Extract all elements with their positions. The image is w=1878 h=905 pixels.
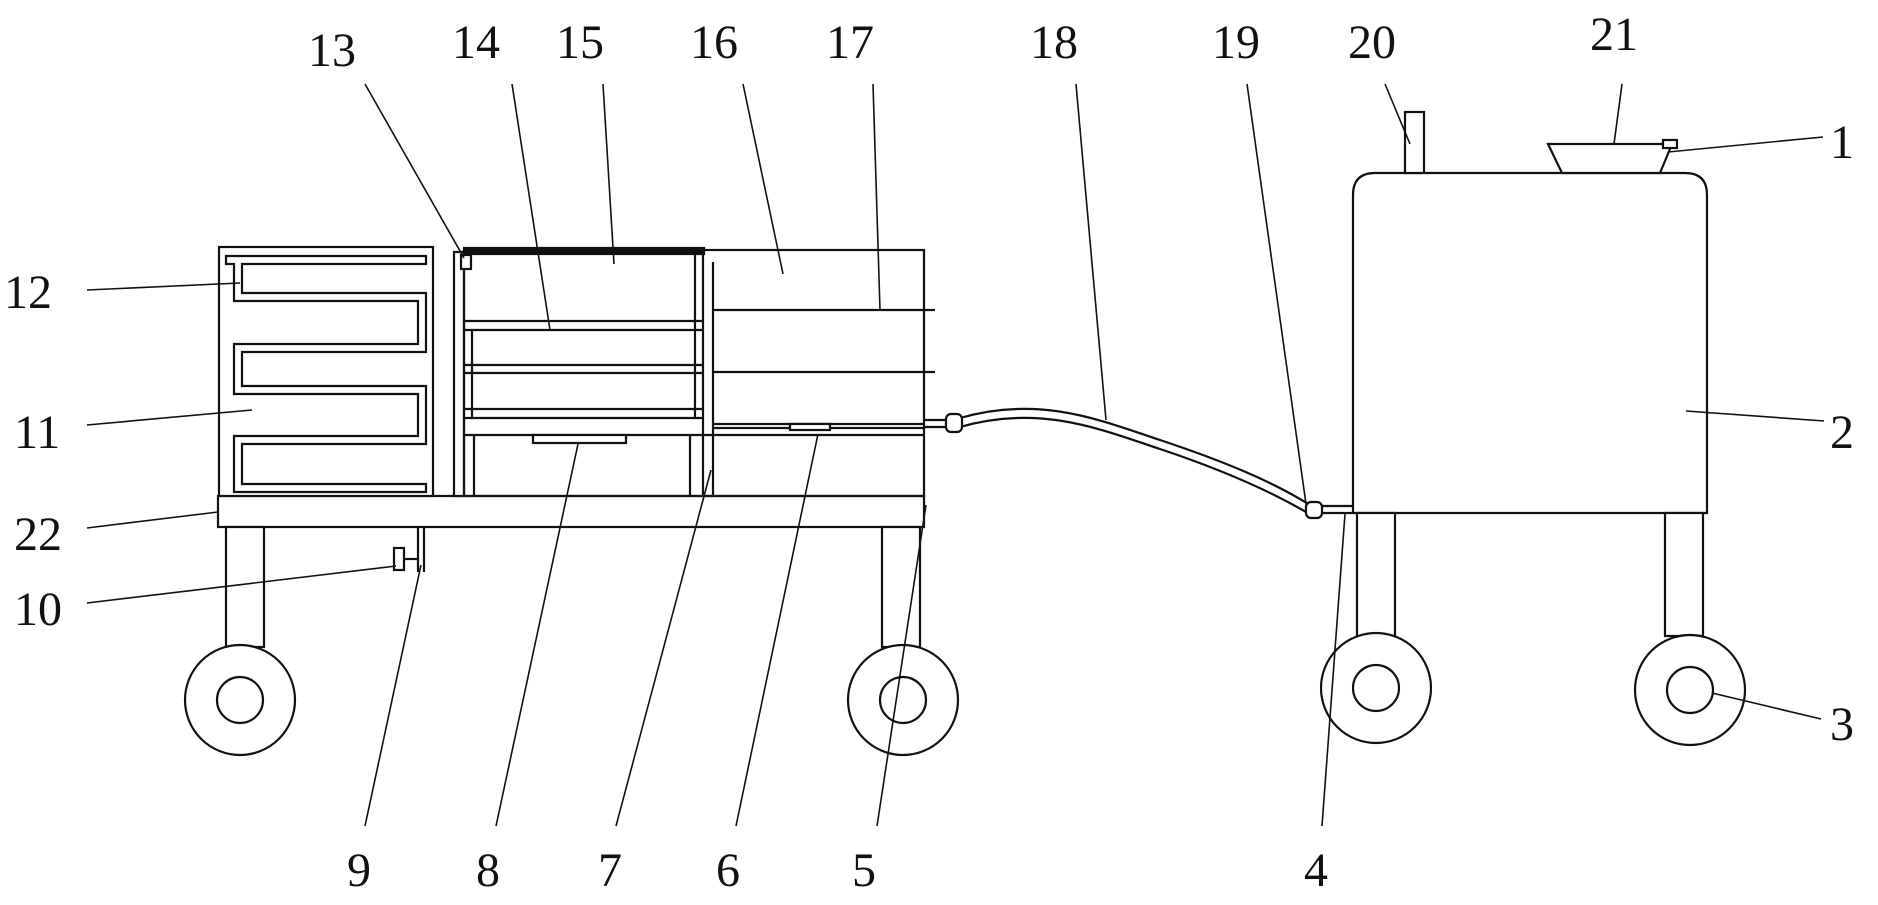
hose-assembly <box>924 407 1352 520</box>
air-duct <box>452 250 466 498</box>
hose-connector-left <box>944 412 964 434</box>
label-20: 20 <box>1348 16 1396 69</box>
label-6: 6 <box>716 844 740 897</box>
label-16: 16 <box>690 16 738 69</box>
hose-connector-right <box>1304 500 1324 520</box>
label-3: 3 <box>1830 698 1854 751</box>
label-9: 9 <box>347 844 371 897</box>
wheel-left-1 <box>183 643 297 757</box>
label-5: 5 <box>852 844 876 897</box>
fan-plate <box>531 433 628 445</box>
label-10: 10 <box>14 583 62 636</box>
hose <box>959 407 1311 506</box>
right-cart <box>1319 110 1747 747</box>
right-leg-front <box>1355 511 1397 638</box>
heating-coil <box>224 254 428 494</box>
wheel-left-2 <box>846 643 960 757</box>
heater-plate <box>788 422 832 432</box>
left-cart <box>183 245 960 757</box>
feed-funnel <box>1546 142 1674 175</box>
base-frame <box>216 494 926 529</box>
label-11: 11 <box>14 406 60 459</box>
label-13: 13 <box>308 24 356 77</box>
label-4: 4 <box>1304 844 1328 897</box>
label-8: 8 <box>476 844 500 897</box>
wheel-right-2 <box>1633 633 1747 747</box>
leader-lines <box>86 83 1825 827</box>
label-1: 1 <box>1830 116 1854 169</box>
label-12: 12 <box>4 266 52 319</box>
label-19: 19 <box>1212 16 1260 69</box>
label-2: 2 <box>1830 406 1854 459</box>
wheel-right-1 <box>1319 631 1433 745</box>
label-22: 22 <box>14 508 62 561</box>
label-15: 15 <box>556 16 604 69</box>
number-labels: 1 2 3 4 5 6 7 8 9 10 11 12 13 14 15 16 1… <box>4 8 1854 897</box>
label-18: 18 <box>1030 16 1078 69</box>
vent-pipe <box>1403 110 1426 175</box>
right-leg-rear <box>1663 511 1705 638</box>
left-leg-front <box>224 525 266 649</box>
corner-valve <box>459 253 473 271</box>
tank-body <box>1351 171 1709 515</box>
chamber-lid <box>462 246 706 256</box>
label-7: 7 <box>598 844 622 897</box>
label-21: 21 <box>1590 8 1638 61</box>
label-14: 14 <box>452 16 500 69</box>
heating-coil-housing <box>217 245 435 498</box>
funnel-cap <box>1661 138 1679 150</box>
left-leg-rear <box>880 525 922 649</box>
label-17: 17 <box>826 16 874 69</box>
